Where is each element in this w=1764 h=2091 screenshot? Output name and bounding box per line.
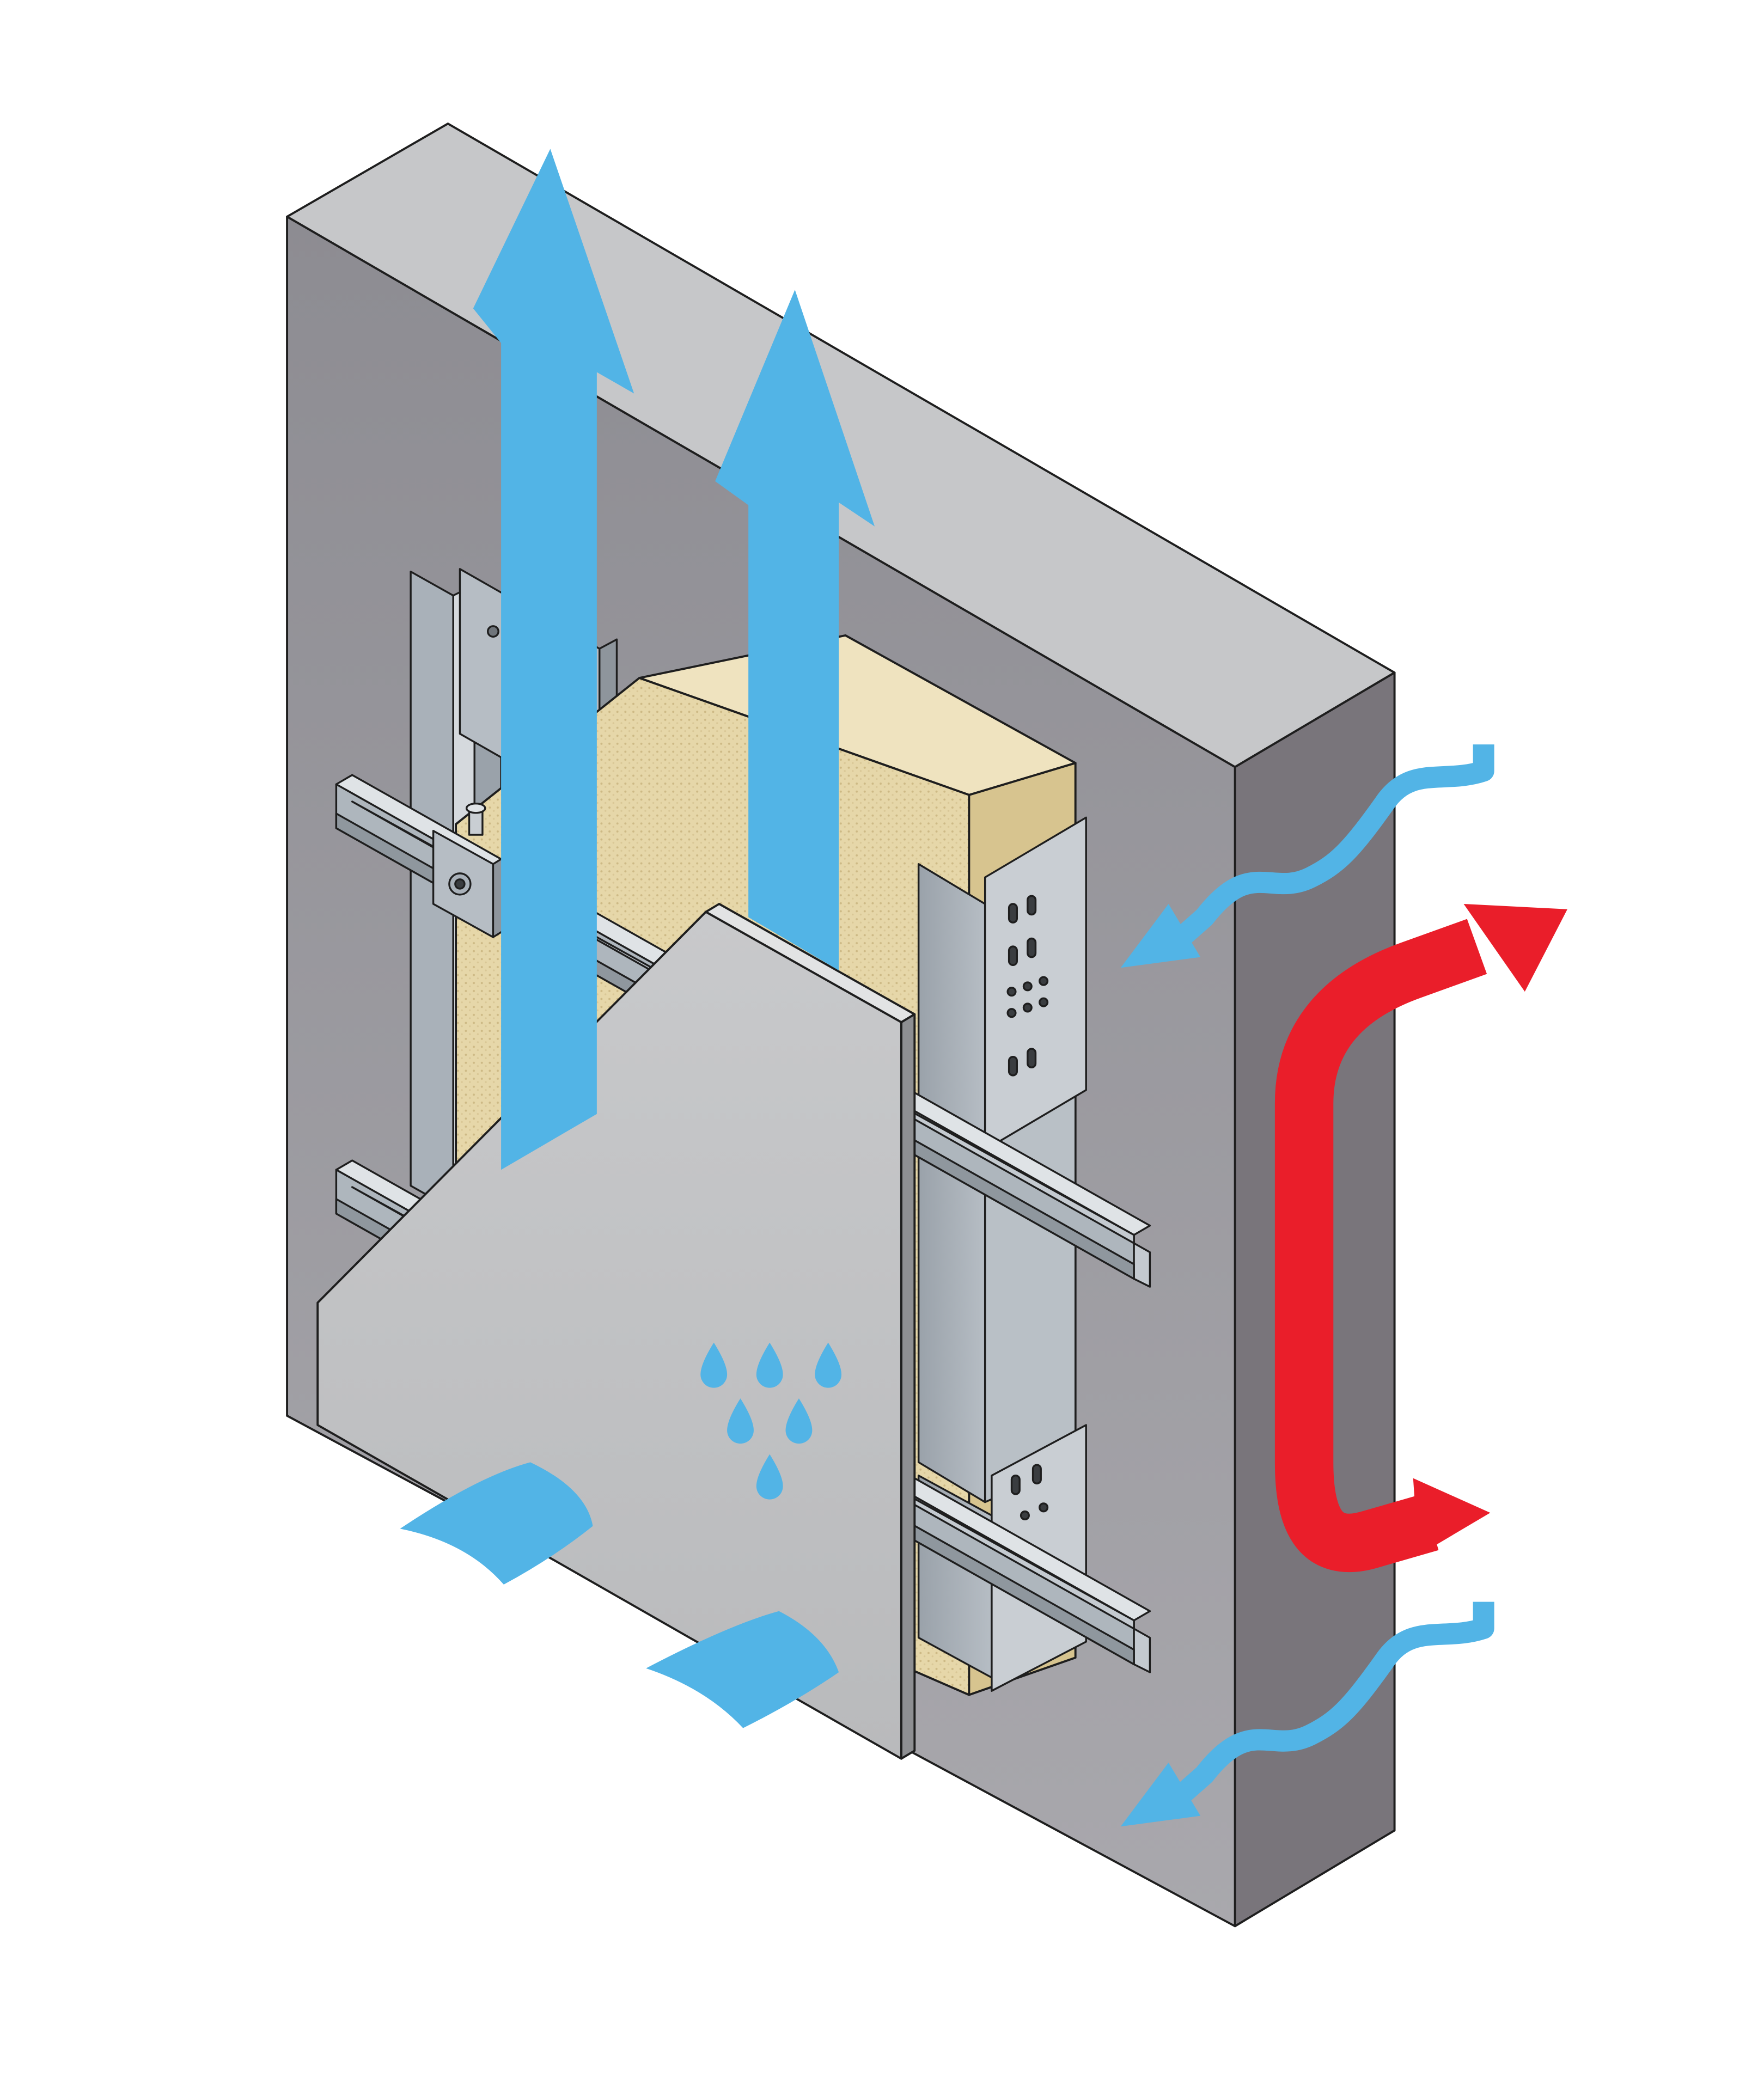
wind-wave-arrow-icon: [1120, 904, 1201, 968]
heat-flow-arrow-tail: [1413, 1478, 1491, 1556]
wind-flow: [1175, 744, 1494, 1803]
air-flow-arrow-icon: [473, 149, 634, 1170]
air-flow-arrow-icon: [715, 290, 875, 971]
wind-arrow-heads: [1120, 904, 1201, 1827]
heat-flow-arrow-head: [1463, 904, 1567, 992]
air-intake-swoosh-icon: [400, 1462, 593, 1585]
air-intake: [400, 1462, 839, 1728]
water-drop-icon: [815, 1342, 842, 1388]
wind-wave-arrow-icon: [1175, 744, 1494, 945]
water-drop-icon: [700, 1342, 728, 1388]
heat-flow: [1274, 904, 1567, 1572]
wind-wave-arrow-icon: [1175, 1601, 1494, 1803]
water-drops: [700, 1342, 842, 1500]
water-drop-icon: [756, 1342, 783, 1388]
panel-front-face: [316, 910, 902, 1760]
water-drop-icon: [756, 1454, 783, 1500]
cladding-panel: [316, 903, 916, 1760]
vertical-air-flow: [473, 149, 875, 1170]
water-drop-icon: [727, 1398, 754, 1444]
wind-wave-arrow-icon: [1120, 1763, 1201, 1827]
air-intake-swoosh-icon: [646, 1611, 839, 1728]
water-drop-icon: [785, 1398, 813, 1444]
panel-side-edge: [900, 1013, 916, 1760]
heat-flow-arrow-icon: [1274, 919, 1487, 1572]
rail-clamp: [432, 802, 505, 938]
